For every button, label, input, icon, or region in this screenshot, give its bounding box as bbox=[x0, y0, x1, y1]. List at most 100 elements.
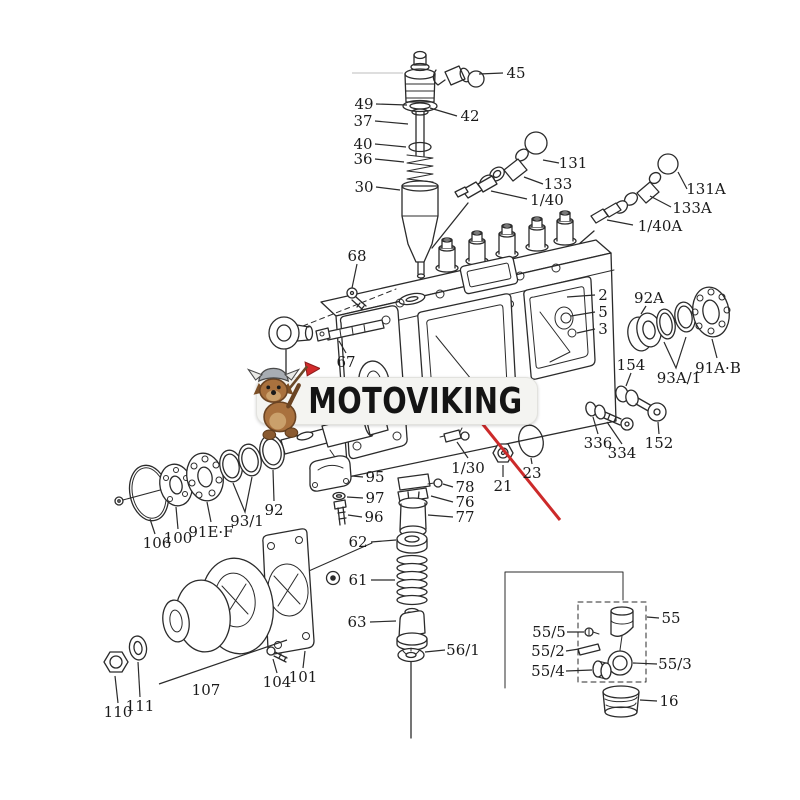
part-label-107: 107 bbox=[192, 681, 221, 699]
leader-line-92A bbox=[640, 305, 647, 315]
part-label-97: 97 bbox=[365, 489, 384, 507]
leader-line-133 bbox=[523, 176, 544, 185]
leader-line-55 bbox=[646, 616, 660, 619]
viking-helmet-icon bbox=[257, 367, 290, 383]
part-label-93A-1: 93A/1 bbox=[657, 369, 702, 387]
part-label-95: 95 bbox=[365, 468, 384, 486]
leader-line-101 bbox=[302, 650, 306, 669]
part-label-30: 30 bbox=[354, 178, 373, 196]
leader-line-40 bbox=[374, 143, 407, 148]
leader-line-152 bbox=[657, 421, 660, 435]
flag-icon bbox=[304, 361, 320, 377]
part-label-55-4: 55/4 bbox=[531, 662, 565, 680]
injector-assembly bbox=[401, 50, 439, 295]
part-label-111: 111 bbox=[126, 697, 155, 715]
inspection-plate bbox=[459, 255, 519, 295]
leader-line-77 bbox=[427, 514, 454, 518]
leader-line-131A bbox=[677, 171, 688, 190]
leader-line-37 bbox=[374, 120, 409, 125]
part-label-16: 16 bbox=[659, 692, 678, 710]
leader-line-133A bbox=[649, 195, 672, 208]
part-labels-layer: 493740363042451311331/40131A133A1/40A686… bbox=[104, 64, 741, 721]
leader-line-30 bbox=[375, 186, 401, 191]
leader-line-93-1 bbox=[232, 476, 253, 515]
plunger-spring-group bbox=[396, 531, 428, 739]
leader-line-68 bbox=[351, 263, 358, 289]
control-rod-67 bbox=[302, 288, 397, 342]
part-label-23: 23 bbox=[522, 464, 541, 482]
governor-housing-group bbox=[103, 528, 373, 673]
part-label-62: 62 bbox=[348, 533, 367, 551]
leader-line-3 bbox=[576, 328, 596, 334]
part-label-131: 131 bbox=[559, 154, 588, 172]
part-label-56-1: 56/1 bbox=[446, 641, 480, 659]
leader-line-91A-B bbox=[711, 338, 718, 359]
pump-body bbox=[320, 210, 617, 478]
leader-line-5 bbox=[570, 311, 596, 317]
leader-line-106 bbox=[149, 518, 156, 535]
leader-line-67 bbox=[338, 340, 347, 354]
leader-line-97 bbox=[346, 496, 364, 499]
part-label-334: 334 bbox=[608, 444, 637, 462]
part-label-101: 101 bbox=[289, 668, 318, 686]
part-label-336: 336 bbox=[584, 434, 613, 452]
fuel-valve-group bbox=[504, 571, 647, 718]
part-label-67: 67 bbox=[336, 353, 355, 371]
leader-line-56-1 bbox=[424, 649, 446, 653]
part-label-49: 49 bbox=[354, 95, 373, 113]
leader-line-92 bbox=[272, 469, 275, 502]
part-label-110: 110 bbox=[104, 703, 133, 721]
part-label-1-40: 1/40 bbox=[530, 191, 564, 209]
leader-line-91E-F bbox=[206, 501, 212, 523]
part-label-3: 3 bbox=[598, 320, 608, 338]
side-plug bbox=[268, 316, 314, 376]
part-label-100: 100 bbox=[164, 529, 193, 547]
part-label-77: 77 bbox=[455, 508, 474, 526]
leader-line-55-3 bbox=[632, 662, 658, 665]
part-label-55-3: 55/3 bbox=[658, 655, 692, 673]
leader-line-45 bbox=[478, 72, 504, 75]
bearing-stack-left bbox=[114, 434, 285, 522]
leader-line-49 bbox=[375, 103, 408, 106]
part-label-106: 106 bbox=[143, 534, 172, 552]
leader-line-2 bbox=[566, 294, 596, 298]
leader-line-1-40 bbox=[490, 190, 528, 200]
part-label-1-40A: 1/40A bbox=[638, 217, 683, 235]
leader-line-1-30 bbox=[456, 441, 469, 459]
part-label-93-1: 93/1 bbox=[230, 512, 264, 530]
leader-line-55-4 bbox=[565, 669, 593, 672]
part-label-1-30: 1/30 bbox=[451, 459, 485, 477]
part-label-55-5: 55/5 bbox=[532, 623, 566, 641]
viking-dog-mascot-icon bbox=[246, 361, 320, 440]
part-label-131A: 131A bbox=[686, 180, 726, 198]
leader-line-104 bbox=[272, 658, 278, 674]
watermark-brand-text: MOTOVIKING bbox=[308, 380, 523, 422]
group-outline-box bbox=[577, 601, 647, 683]
overflow-union bbox=[560, 312, 572, 324]
part-label-63: 63 bbox=[347, 613, 366, 631]
part-label-40: 40 bbox=[353, 135, 372, 153]
part-label-92A: 92A bbox=[634, 289, 664, 307]
leader-line-16 bbox=[639, 699, 658, 702]
leader-line-23 bbox=[530, 457, 533, 465]
part-label-92: 92 bbox=[264, 501, 283, 519]
leader-line-95 bbox=[351, 475, 364, 478]
bearing-cap-group bbox=[309, 455, 352, 526]
pipe-assembly-1 bbox=[431, 131, 548, 249]
part-label-78: 78 bbox=[455, 478, 474, 496]
leader-line-93A-1 bbox=[663, 336, 687, 370]
part-label-2: 2 bbox=[598, 286, 608, 304]
part-label-152: 152 bbox=[645, 434, 674, 452]
part-label-5: 5 bbox=[598, 303, 608, 321]
part-label-133A: 133A bbox=[672, 199, 712, 217]
bearing-stack-right bbox=[627, 286, 731, 352]
leak-off-fitting bbox=[432, 65, 485, 88]
part-label-45: 45 bbox=[506, 64, 525, 82]
red-annotation-layer bbox=[475, 416, 562, 521]
red-pointer-line bbox=[475, 416, 562, 521]
banjo-bolt bbox=[567, 328, 577, 338]
leader-line-36 bbox=[374, 158, 405, 163]
leader-line-131 bbox=[542, 159, 560, 164]
